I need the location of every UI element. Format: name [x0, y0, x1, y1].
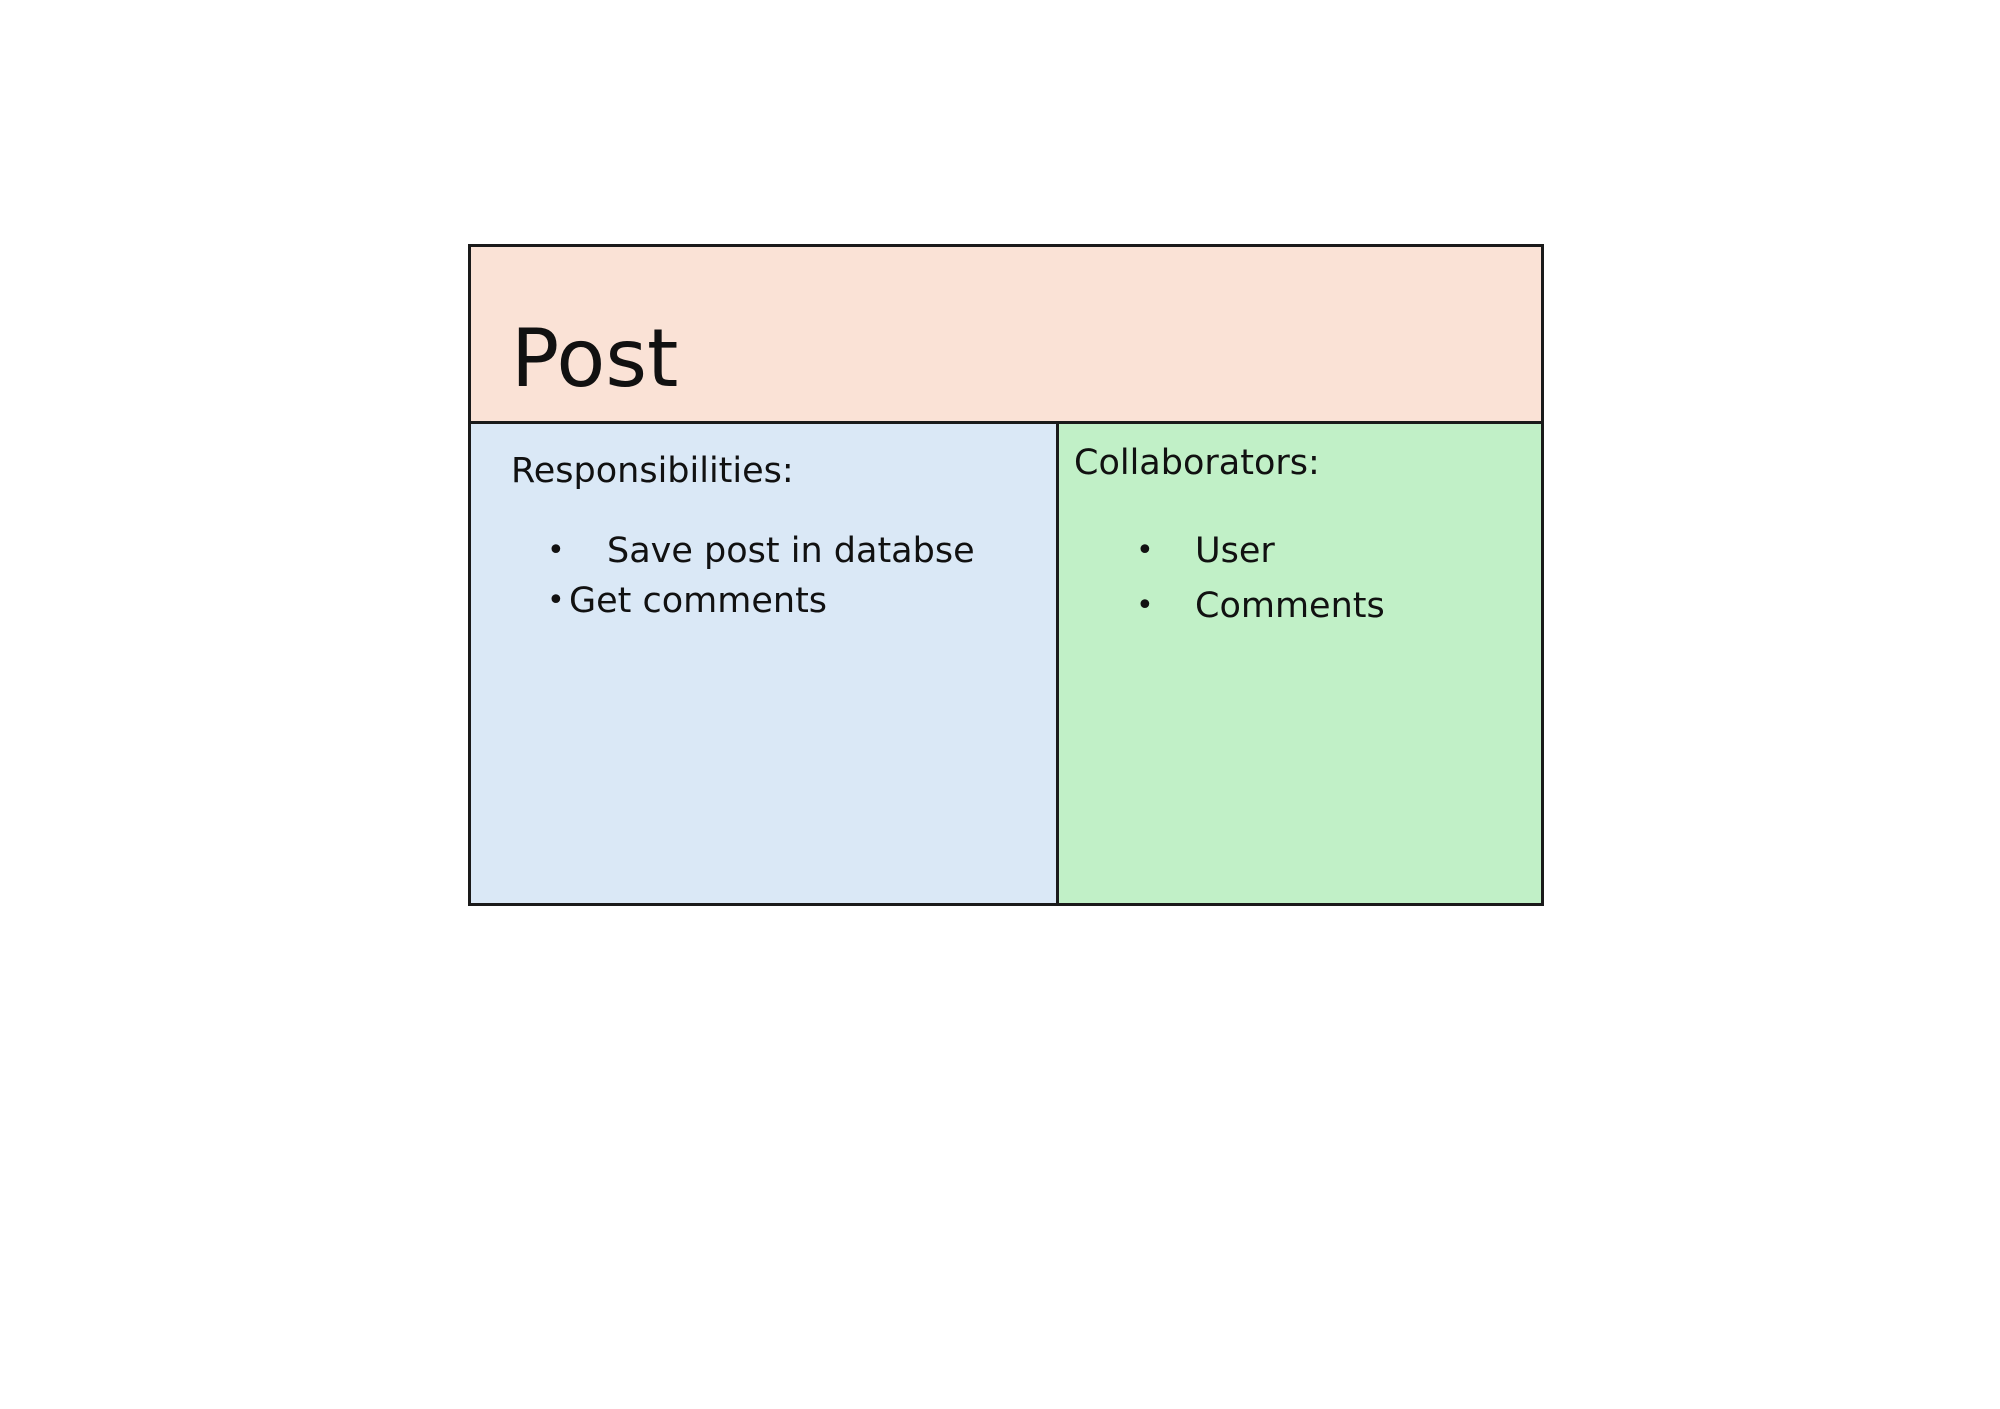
collaborators-panel: Collaborators: • User • Comments [1059, 424, 1541, 903]
collaborators-heading: Collaborators: [1074, 443, 1320, 483]
bullet-icon: • [1136, 588, 1154, 623]
class-name: Post [511, 312, 679, 405]
collaborator-item: Comments [1195, 586, 1385, 626]
responsibilities-heading: Responsibilities: [511, 451, 794, 491]
crc-card: Post Responsibilities: • Save post in da… [468, 244, 1544, 906]
responsibility-item: Get comments [569, 581, 828, 621]
collaborator-item: User [1195, 531, 1275, 571]
bullet-icon: • [1136, 533, 1154, 568]
bullet-icon: • [547, 533, 565, 568]
class-header: Post [471, 247, 1541, 424]
responsibilities-panel: Responsibilities: • Save post in databse… [471, 424, 1059, 903]
responsibility-item: Save post in databse [607, 531, 975, 571]
bullet-icon: • [547, 583, 565, 618]
